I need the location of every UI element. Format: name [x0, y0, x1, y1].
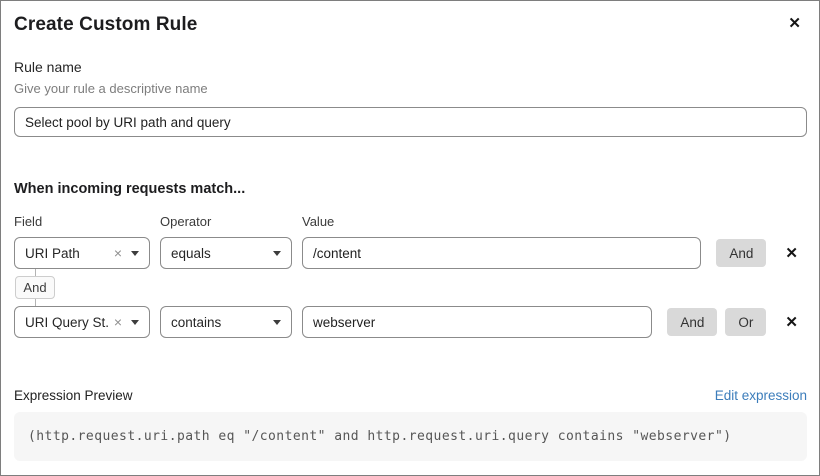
field-select-2-value: URI Query St... [25, 314, 110, 330]
connector-line [34, 269, 36, 276]
dialog-header: Create Custom Rule ✕ [14, 12, 807, 37]
add-and-button-1[interactable]: And [716, 239, 767, 267]
connector-and-pill[interactable]: And [15, 276, 55, 299]
edit-expression-link[interactable]: Edit expression [714, 388, 807, 403]
column-labels: Field Operator Value [14, 214, 807, 229]
field-select-1[interactable]: URI Path × [14, 237, 150, 269]
rule-name-input[interactable] [14, 107, 807, 137]
field-select-1-value: URI Path [25, 245, 80, 261]
remove-condition-icon-1[interactable]: ✕ [785, 244, 798, 262]
field-column-label: Field [14, 214, 43, 229]
rule-name-label: Rule name [14, 59, 82, 75]
condition-connector: And [15, 269, 55, 306]
expression-preview-header: Expression Preview Edit expression [14, 388, 807, 403]
connector-line [34, 299, 36, 306]
value-input-1[interactable] [302, 237, 702, 269]
clear-field-icon[interactable]: × [113, 314, 122, 330]
close-icon[interactable]: ✕ [782, 12, 807, 37]
rule-name-section: Rule name Give your rule a descriptive n… [14, 59, 807, 137]
field-select-2[interactable]: URI Query St... × [14, 306, 150, 338]
expression-code-block: (http.request.uri.path eq "/content" and… [14, 412, 807, 461]
match-heading: When incoming requests match... [14, 181, 246, 197]
match-builder-section: When incoming requests match... Field Op… [14, 181, 807, 338]
expression-preview-section: Expression Preview Edit expression (http… [14, 388, 807, 461]
chevron-down-icon [131, 250, 139, 256]
page-title: Create Custom Rule [14, 14, 198, 35]
operator-column-label: Operator [160, 214, 212, 229]
chevron-down-icon [273, 250, 281, 256]
value-input-2[interactable] [302, 306, 653, 338]
operator-select-2-value: contains [171, 314, 222, 330]
add-or-button-2[interactable]: Or [725, 308, 767, 336]
condition-row-1: URI Path × equals And ✕ [14, 237, 807, 269]
operator-select-1-value: equals [171, 245, 211, 261]
remove-condition-icon-2[interactable]: ✕ [785, 313, 798, 331]
rule-name-help-text: Give your rule a descriptive name [14, 81, 208, 96]
add-and-button-2[interactable]: And [667, 308, 718, 336]
value-column-label: Value [302, 214, 335, 229]
operator-select-2[interactable]: contains [160, 306, 292, 338]
chevron-down-icon [131, 319, 139, 325]
chevron-down-icon [273, 319, 281, 325]
expression-preview-label: Expression Preview [14, 388, 133, 403]
operator-select-1[interactable]: equals [160, 237, 292, 269]
clear-field-icon[interactable]: × [113, 245, 122, 261]
condition-row-2: URI Query St... × contains And Or ✕ [14, 306, 807, 338]
